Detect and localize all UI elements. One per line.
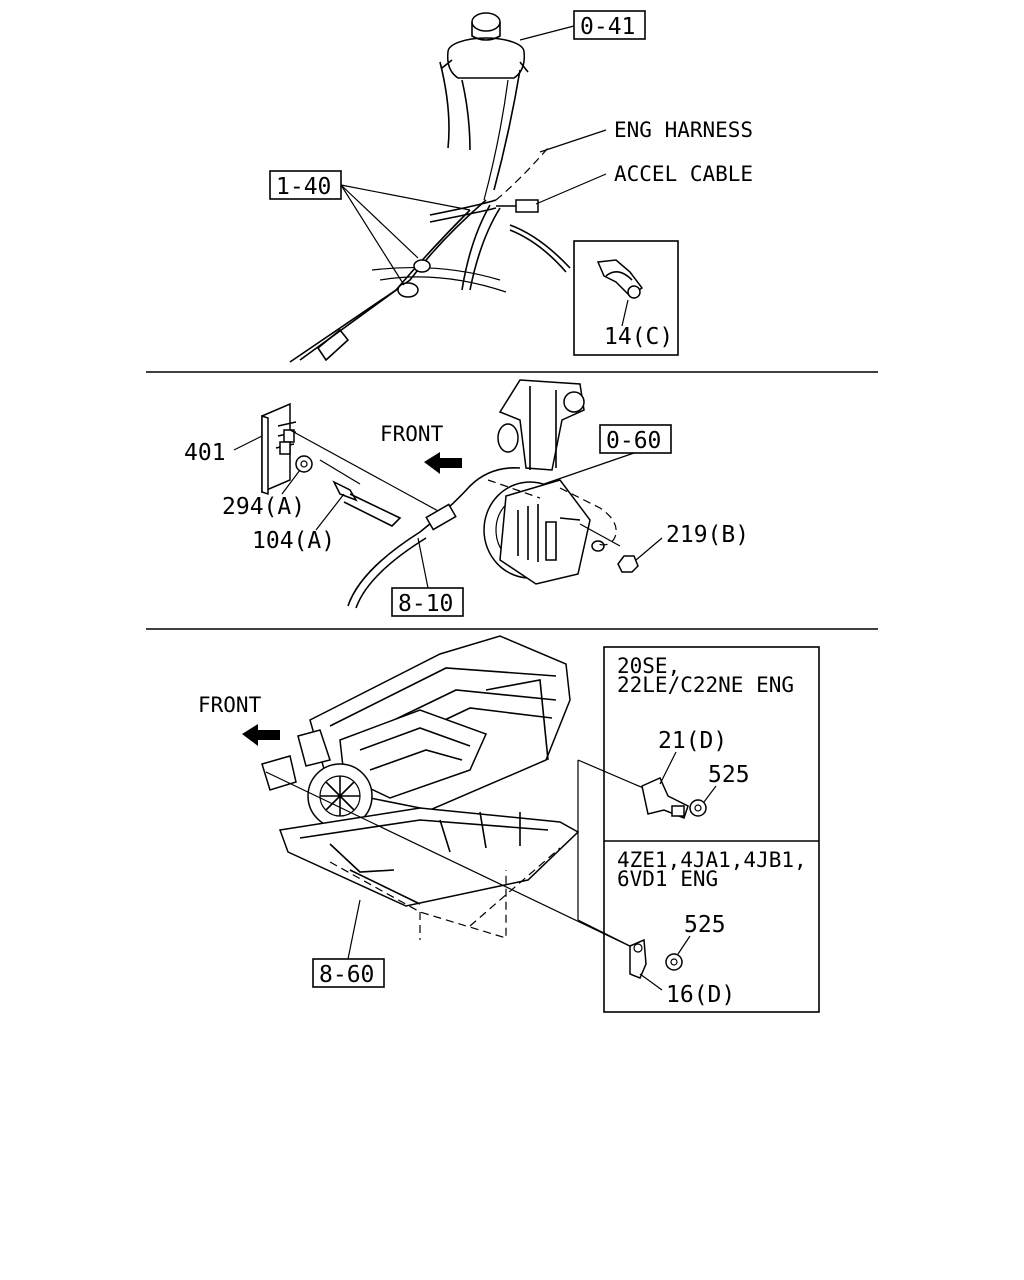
part-401-label: 401 — [184, 440, 226, 466]
alternator-drawing — [347, 379, 639, 609]
callout-8-60: 8-60 — [312, 899, 385, 988]
part-16d-label: 16(D) — [666, 982, 735, 1008]
detail-box-clip-14c: 14(C) — [573, 240, 679, 356]
front-arrow-icon — [242, 724, 280, 746]
bracket-401-drawing — [261, 402, 441, 527]
part-525-label-b: 525 — [684, 912, 726, 938]
callout-0-60: 0-60 — [543, 424, 672, 485]
callout-0-41-text: 0-41 — [580, 14, 635, 40]
callout-0-41: 0-41 — [519, 10, 646, 41]
clip-14c-label: 14(C) — [604, 324, 673, 350]
front-label-bottom: FRONT — [198, 693, 262, 717]
part-104a-label: 104(A) — [252, 528, 335, 554]
callout-front-middle: FRONT — [380, 422, 462, 474]
front-label-middle: FRONT — [380, 422, 444, 446]
callout-0-60-text: 0-60 — [606, 428, 661, 454]
variant-b-title-line1: 4ZE1,4JA1,4JB1, — [617, 848, 807, 872]
callout-8-10: 8-10 — [391, 537, 464, 617]
callout-1-40-text: 1-40 — [276, 174, 331, 200]
part-21d-label: 21(D) — [658, 728, 727, 754]
callout-front-bottom: FRONT — [198, 693, 280, 746]
callout-accel-cable: ACCEL CABLE — [535, 162, 753, 205]
reservoir-hose-drawing — [289, 12, 571, 363]
callout-8-10-text: 8-10 — [398, 591, 453, 617]
callout-104a: 104(A) — [252, 493, 345, 554]
part-219b-label: 219(B) — [666, 522, 749, 548]
front-arrow-icon — [424, 452, 462, 474]
variant-4ze1-6vd1: 4ZE1,4JA1,4JB1, 6VD1 ENG 525 16(D) — [617, 848, 807, 1008]
engine-assembly-drawing — [261, 635, 649, 951]
variant-a-title-line1: 20SE, — [617, 654, 680, 678]
callout-401: 401 — [184, 435, 263, 466]
variant-20se-22le: 20SE, 22LE/C22NE ENG 21(D) 525 — [617, 654, 794, 819]
callout-1-40: 1-40 — [269, 170, 471, 286]
engine-variant-box — [603, 646, 820, 1013]
part-294a-label: 294(A) — [222, 494, 305, 520]
callout-219b: 219(B) — [635, 522, 749, 561]
callout-eng-harness: ENG HARNESS — [539, 118, 753, 153]
eng-harness-label: ENG HARNESS — [614, 118, 753, 142]
accel-cable-label: ACCEL CABLE — [614, 162, 753, 186]
variant-a-title-line2: 22LE/C22NE ENG — [617, 673, 794, 697]
callout-294a: 294(A) — [222, 469, 305, 520]
callout-8-60-text: 8-60 — [319, 962, 374, 988]
variant-b-title-line2: 6VD1 ENG — [617, 867, 718, 891]
part-525-label-a: 525 — [708, 762, 750, 788]
